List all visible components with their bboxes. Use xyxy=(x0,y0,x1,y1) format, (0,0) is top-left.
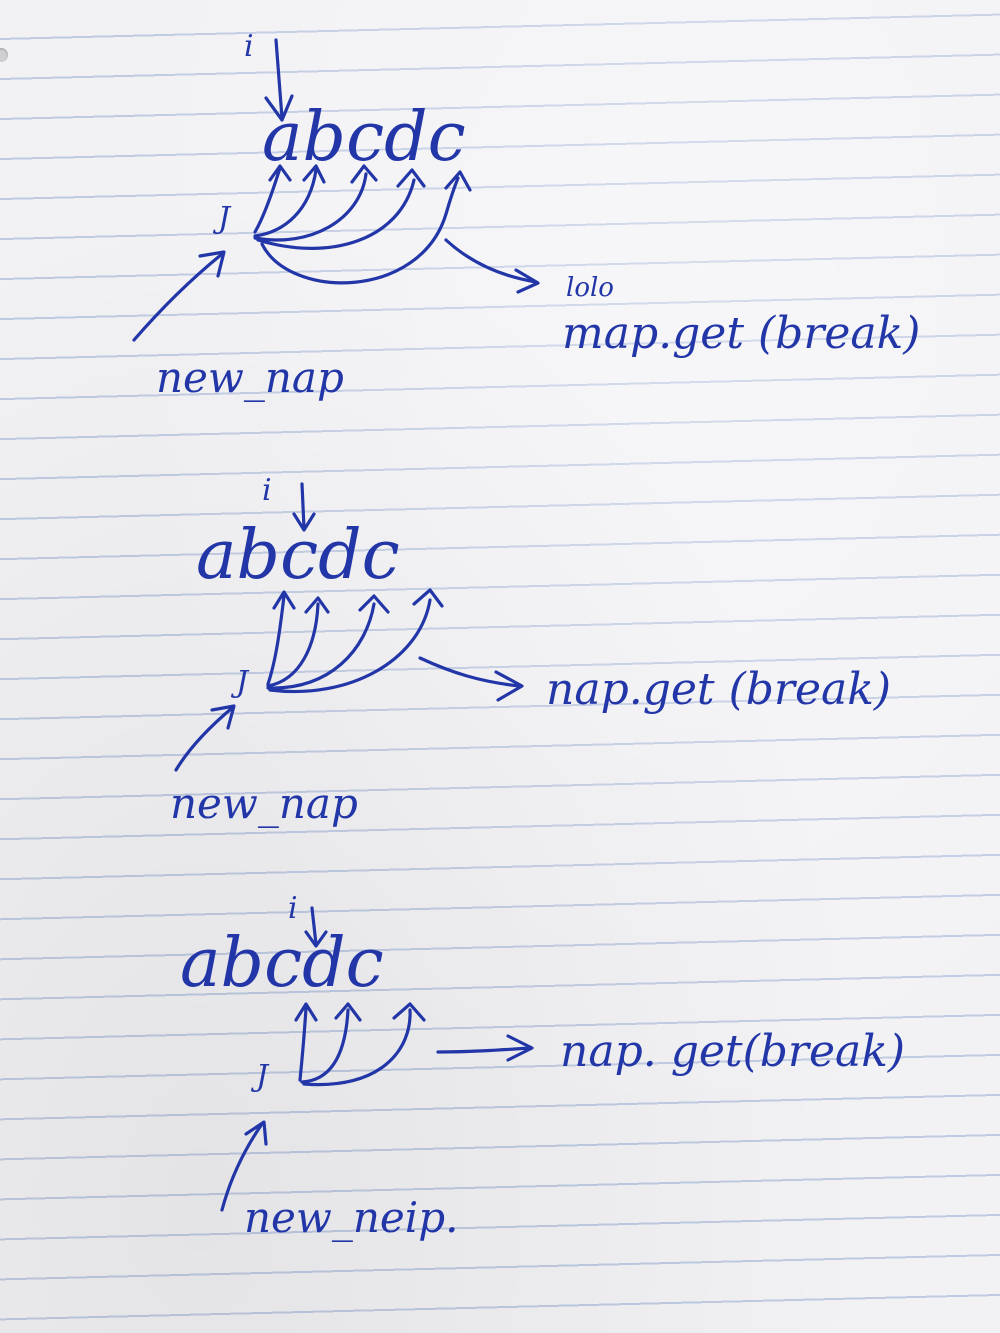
diagram-3-i-label: i xyxy=(288,891,298,926)
diagram-1-arc-d xyxy=(256,168,426,250)
diagram-1-j-label: J xyxy=(212,201,232,236)
binder-hole xyxy=(0,48,8,62)
diagram-3-arc-b xyxy=(300,1002,362,1084)
diagram-2-arc-a xyxy=(266,590,296,686)
diagram-2-call-label: nap.get (break) xyxy=(546,664,891,715)
diagram-2-i-arrow xyxy=(292,482,316,532)
diagram-2-arc-d xyxy=(268,588,444,694)
diagram-3-new-map-arrow xyxy=(220,1120,268,1212)
diagram-2-arc-c xyxy=(266,594,390,690)
diagram-1-new-map-arrow xyxy=(132,250,226,342)
diagram-1-call-label: map.get (break) xyxy=(562,308,920,359)
diagram-2: i abcdc J nap.get (break) new_nap xyxy=(170,473,891,828)
diagram-2-arc-b xyxy=(266,596,330,688)
diagram-3-arc-c xyxy=(302,1002,426,1087)
diagram-3-call-arrow xyxy=(436,1034,534,1062)
diagram-1-pointer-label: new_nap xyxy=(156,353,344,402)
diagram-1-string: abcdc xyxy=(262,98,466,177)
diagram-3-call-label: nap. get(break) xyxy=(560,1026,905,1077)
diagram-1-arc-c xyxy=(253,164,378,242)
diagram-3-arc-a xyxy=(294,1002,318,1082)
diagram-1-arc-e xyxy=(260,170,472,285)
diagram-3-string: abcdc xyxy=(180,924,384,1003)
diagram-1-scribble: lolo xyxy=(566,273,614,303)
diagram-3-i-arrow xyxy=(304,906,328,948)
diagram-2-i-label: i xyxy=(262,473,272,508)
diagram-2-call-arrow xyxy=(418,656,524,702)
diagram-2-j-label: J xyxy=(230,665,250,700)
diagram-1-arc-a xyxy=(253,164,292,234)
diagram-3-j-label: J xyxy=(250,1059,270,1094)
diagram-1-i-arrow xyxy=(264,38,294,122)
diagram-1-call-arrow xyxy=(444,238,540,294)
diagram-2-pointer-label: new_nap xyxy=(170,779,358,828)
diagram-1-i-label: i xyxy=(244,29,254,64)
diagram-1: i abcdc J lolo map.get (break) new_nap xyxy=(132,29,920,402)
diagram-3: i abcdc J nap. get(break) new_neip. xyxy=(180,891,905,1242)
diagram-1-arc-b xyxy=(253,164,326,238)
diagram-2-string: abcdc xyxy=(196,516,400,595)
diagram-3-pointer-label: new_neip. xyxy=(244,1193,458,1242)
diagram-2-new-map-arrow xyxy=(174,704,236,772)
